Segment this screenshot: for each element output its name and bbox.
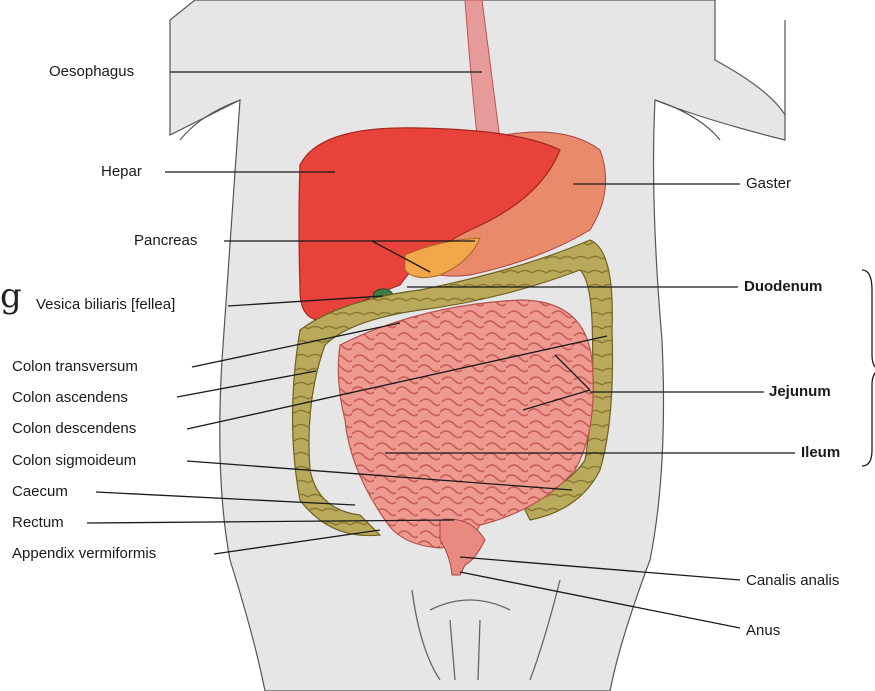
label-canalis-analis: Canalis analis (746, 572, 839, 590)
label-anus: Anus (746, 622, 780, 640)
edge-fragment-glyph: g (0, 279, 22, 313)
small-intestine-brace (862, 270, 875, 466)
label-colon-transversum: Colon transversum (12, 358, 138, 376)
label-colon-sigmoideum: Colon sigmoideum (12, 452, 136, 470)
label-pancreas: Pancreas (134, 232, 197, 250)
label-hepar: Hepar (101, 163, 142, 181)
label-oesophagus: Oesophagus (49, 63, 134, 81)
label-colon-ascendens: Colon ascendens (12, 389, 128, 407)
label-caecum: Caecum (12, 483, 68, 501)
label-rectum: Rectum (12, 514, 64, 532)
label-jejunum: Jejunum (769, 383, 831, 401)
label-duodenum: Duodenum (744, 278, 822, 296)
label-gaster: Gaster (746, 175, 791, 193)
label-appendix-vermiformis: Appendix vermiformis (12, 545, 156, 563)
label-colon-descendens: Colon descendens (12, 420, 136, 438)
label-vesica-biliaris: Vesica biliaris [fellea] (36, 296, 175, 314)
label-ileum: Ileum (801, 444, 840, 462)
